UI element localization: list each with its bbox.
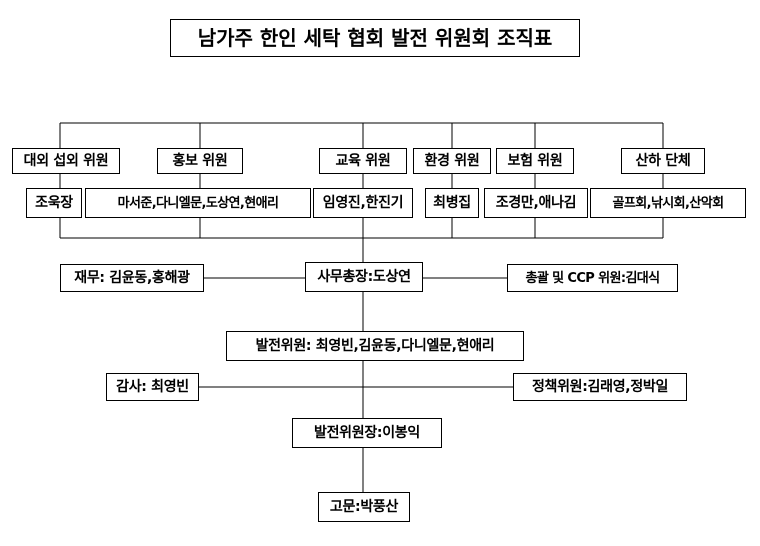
committee-external-relations: 대외 섭외 위원 <box>12 148 120 174</box>
members-public-relations: 마서준,다니엘문,도상연,현애리 <box>85 188 311 218</box>
committee-affiliated-groups: 산하 단체 <box>621 148 705 174</box>
members-education: 임영진,한진기 <box>313 188 413 218</box>
secretary-general-box: 사무총장:도상연 <box>305 262 423 292</box>
members-environment: 최병집 <box>425 188 479 218</box>
auditor-box: 감사: 최영빈 <box>106 373 199 401</box>
members-insurance: 조경만,애나김 <box>484 188 588 218</box>
ccp-box: 총괄 및 CCP 위원:김대식 <box>507 264 678 292</box>
committee-public-relations: 홍보 위원 <box>157 148 243 174</box>
committee-insurance: 보험 위원 <box>496 148 574 174</box>
members-affiliated-groups: 골프회,낚시회,산악회 <box>590 188 746 218</box>
finance-box: 재무: 김윤동,홍해광 <box>60 264 204 292</box>
chair-box: 발전위원장:이봉익 <box>292 418 442 448</box>
advisor-box: 고문:박풍산 <box>318 492 410 522</box>
development-members-box: 발전위원: 최영빈,김윤동,다니엘문,현애리 <box>226 331 524 361</box>
members-external-relations: 조욱장 <box>26 188 82 218</box>
committee-environment: 환경 위원 <box>413 148 491 174</box>
page-title: 남가주 한인 세탁 협회 발전 위원회 조직표 <box>170 19 580 57</box>
committee-education: 교육 위원 <box>319 148 407 174</box>
policy-box: 정책위원:김래영,정박일 <box>513 373 687 401</box>
